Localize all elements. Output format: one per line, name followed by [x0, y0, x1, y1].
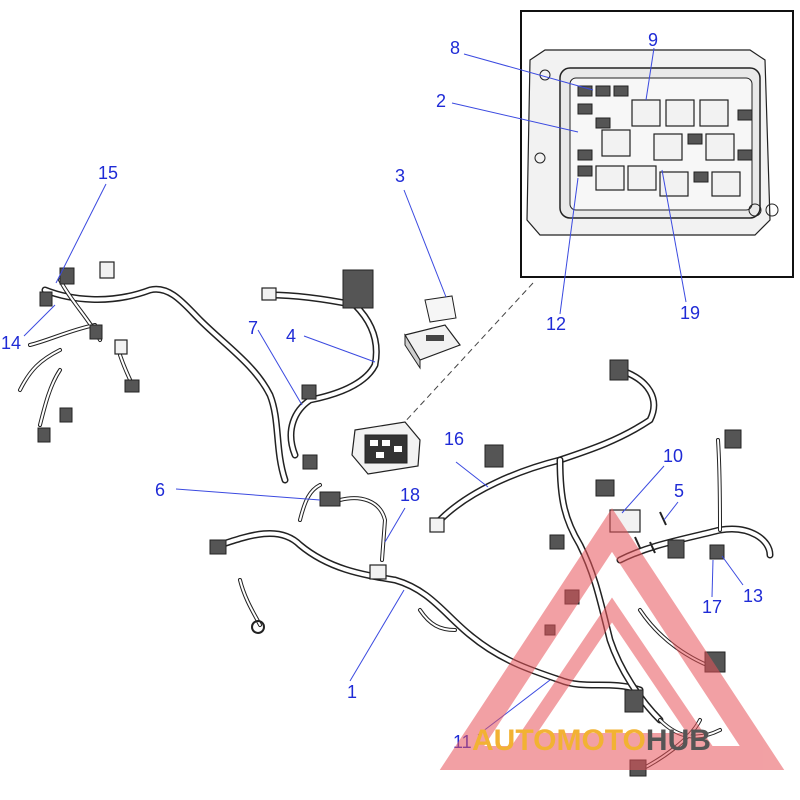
callout-8: 8 — [450, 38, 460, 58]
module-part-3 — [404, 295, 461, 370]
callout-10: 10 — [663, 446, 683, 466]
harness-mid — [261, 269, 380, 470]
callout-15: 15 — [98, 163, 118, 183]
callout-3: 3 — [395, 166, 405, 186]
callout-labels: 1 2 3 4 5 6 7 8 9 10 11 12 13 14 15 16 1… — [1, 30, 763, 752]
leader-lines — [23, 47, 744, 736]
callout-13: 13 — [743, 586, 763, 606]
callout-12: 12 — [546, 314, 566, 334]
watermark-hub: HUB — [646, 724, 711, 757]
watermark-moto: MOTO — [556, 724, 645, 757]
watermark-text: AUTOMOTOHUB — [472, 724, 711, 757]
callout-5: 5 — [674, 481, 684, 501]
callout-18: 18 — [400, 485, 420, 505]
fuse-box-inset — [520, 10, 794, 278]
callout-4: 4 — [286, 326, 296, 346]
callout-2: 2 — [436, 91, 446, 111]
watermark: AUTOMOTOHUB — [439, 508, 785, 770]
callout-14: 14 — [1, 333, 21, 353]
callout-9: 9 — [648, 30, 658, 50]
callout-17: 17 — [702, 597, 722, 617]
watermark-triangle-icon — [439, 508, 785, 770]
callout-6: 6 — [155, 480, 165, 500]
callout-16: 16 — [444, 429, 464, 449]
harness-upper-left — [18, 261, 289, 484]
callout-1: 1 — [347, 682, 357, 702]
callout-19: 19 — [680, 303, 700, 323]
callout-7: 7 — [248, 318, 258, 338]
fuse-box-part — [351, 421, 421, 475]
fuse-grid — [577, 85, 753, 197]
watermark-auto: AUTO — [472, 724, 556, 757]
